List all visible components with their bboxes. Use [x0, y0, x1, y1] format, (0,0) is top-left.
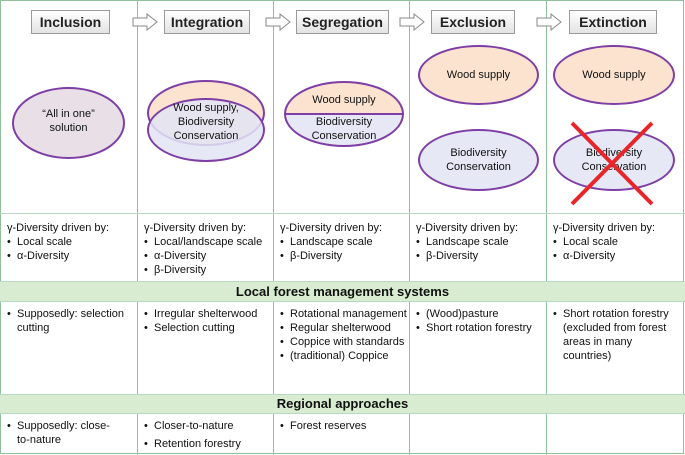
inclusion-text: “All in one” solution — [42, 108, 95, 134]
stage-label-extinction: Extinction — [569, 10, 657, 34]
regional-item: Closer-to-nature — [144, 419, 272, 433]
stage-label-segregation: Segregation — [296, 10, 389, 34]
local-item: Selection cutting — [144, 321, 260, 335]
gamma-cell-extinction: γ-Diversity driven by: Local scale α-Div… — [553, 221, 681, 263]
regional-item: Retention forestry — [144, 437, 272, 451]
gamma-item: α-Diversity — [144, 249, 272, 263]
column-divider — [409, 0, 410, 455]
segregation-biodiversity-text: Biodiversity Conservation — [311, 116, 377, 142]
local-item: Regular shelterwood — [280, 321, 408, 335]
gamma-cell-inclusion: γ-Diversity driven by: Local scale α-Div… — [7, 221, 133, 263]
gamma-item: β-Diversity — [416, 249, 544, 263]
gamma-item: Landscape scale — [416, 235, 544, 249]
gamma-heading: γ-Diversity driven by: — [553, 222, 656, 234]
local-cell-segregation: Rotational management Regular shelterwoo… — [280, 307, 408, 363]
local-cell-inclusion: Supposedly: selection cutting — [7, 307, 133, 335]
extinction-wood-ellipse — [553, 45, 675, 105]
integration-text: Wood supply, Biodiversity Conservation — [173, 102, 239, 142]
regional-cell-segregation: Forest reserves — [280, 419, 408, 433]
integration-biodiversity-ellipse — [147, 98, 265, 162]
local-cell-extinction: Short rotation forestry (excluded from f… — [553, 307, 677, 363]
local-item: Rotational management — [280, 307, 408, 321]
local-item: Short rotation forestry (excluded from f… — [553, 307, 677, 363]
exclusion-wood-text: Wood supply — [446, 69, 511, 81]
arrow-right-icon — [536, 13, 562, 31]
column-divider — [137, 0, 138, 455]
local-item: Irregular shelterwood — [144, 307, 260, 321]
regional-item: Forest reserves — [280, 419, 408, 433]
column-divider — [546, 0, 547, 455]
exclusion-wood-ellipse — [418, 45, 539, 105]
gamma-heading: γ-Diversity driven by: — [280, 222, 383, 234]
stage-label-integration: Integration — [164, 10, 250, 34]
gamma-item: Landscape scale — [280, 235, 408, 249]
local-item: (Wood)pasture — [416, 307, 544, 321]
cross-out-icon — [570, 121, 654, 206]
stage-label-exclusion: Exclusion — [431, 10, 515, 34]
gamma-heading: γ-Diversity driven by: — [144, 222, 247, 234]
gamma-item: Local scale — [553, 235, 681, 249]
inclusion-ellipse — [12, 87, 125, 159]
gamma-item: β-Diversity — [280, 249, 408, 263]
gamma-heading: γ-Diversity driven by: — [416, 222, 519, 234]
stage-label-inclusion: Inclusion — [31, 10, 110, 34]
gamma-cell-integration: γ-Diversity driven by: Local/landscape s… — [144, 221, 272, 277]
gamma-item: α-Diversity — [553, 249, 681, 263]
exclusion-biodiversity-ellipse — [418, 129, 539, 191]
gamma-item: Local scale — [7, 235, 133, 249]
gamma-item: α-Diversity — [7, 249, 133, 263]
gamma-heading: γ-Diversity driven by: — [7, 222, 110, 234]
exclusion-biodiversity-text: Biodiversity Conservation — [446, 147, 511, 173]
regional-cell-integration: Closer-to-nature Retention forestry — [144, 419, 272, 451]
arrow-right-icon — [399, 13, 425, 31]
gamma-item: β-Diversity — [144, 263, 272, 277]
gamma-cell-segregation: γ-Diversity driven by: Landscape scale β… — [280, 221, 408, 263]
arrow-right-icon — [265, 13, 291, 31]
gamma-cell-exclusion: γ-Diversity driven by: Landscape scale β… — [416, 221, 544, 263]
local-item: (traditional) Coppice — [280, 349, 408, 363]
gamma-item: Local/landscape scale — [144, 235, 272, 249]
row-divider — [0, 213, 685, 214]
extinction-wood-text: Wood supply — [582, 69, 646, 81]
local-item: Short rotation forestry — [416, 321, 544, 335]
local-cell-exclusion: (Wood)pasture Short rotation forestry — [416, 307, 544, 335]
segregation-wood-text: Wood supply — [312, 94, 376, 106]
regional-cell-inclusion: Supposedly: close-to-nature — [7, 419, 117, 447]
local-item: Coppice with standards — [280, 335, 408, 349]
arrow-right-icon — [132, 13, 158, 31]
regional-item: Supposedly: close-to-nature — [7, 419, 117, 447]
local-item: Supposedly: selection cutting — [7, 307, 133, 335]
band-regional-approaches: Regional approaches — [0, 394, 685, 414]
local-cell-integration: Irregular shelterwood Selection cutting — [144, 307, 260, 335]
band-local-forest-management: Local forest management systems — [0, 281, 685, 302]
segregation-split-line — [285, 113, 403, 115]
column-divider — [273, 0, 274, 455]
